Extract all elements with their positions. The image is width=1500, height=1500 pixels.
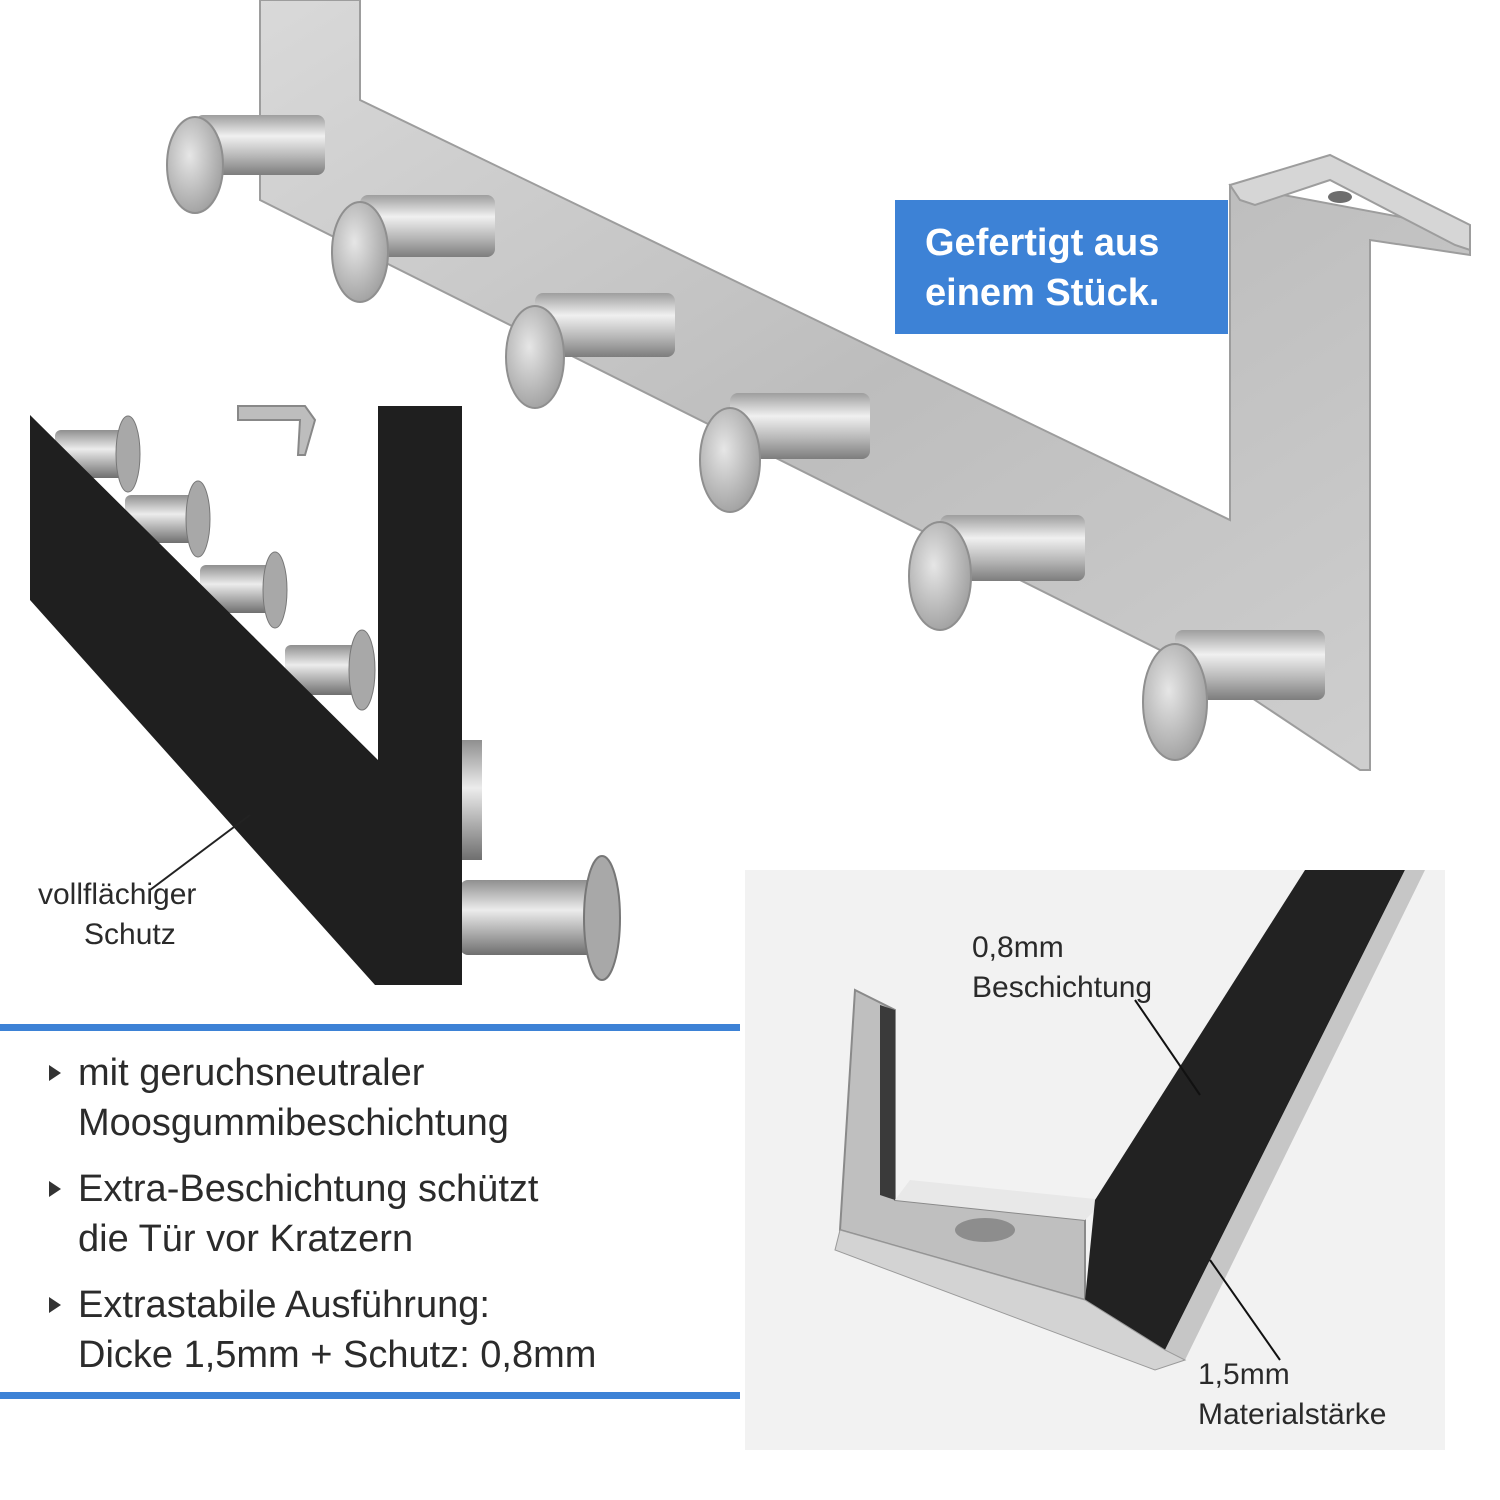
badge-line-1: Gefertigt aus xyxy=(925,222,1160,264)
one-piece-badge: Gefertigt aus einem Stück. xyxy=(895,200,1228,334)
feature-item: Extra-Beschichtung schützt die Tür vor K… xyxy=(45,1164,735,1264)
bullet-arrow-icon xyxy=(49,1181,61,1197)
hook-pegs xyxy=(166,115,1325,761)
back-pegs xyxy=(55,415,621,981)
back-coating-photo xyxy=(30,405,621,985)
badge-line-2: einem Stück. xyxy=(925,272,1160,314)
protection-callout: vollflächiger Schutz xyxy=(38,875,196,955)
coating-line-2: Beschichtung xyxy=(972,971,1153,1004)
thickness-line-2: Materialstärke xyxy=(1198,1398,1387,1431)
feature-list: mit geruchsneutraler Moosgummibeschichtu… xyxy=(45,1048,735,1396)
divider-bottom xyxy=(0,1392,740,1399)
feature-text: Extrastabile Ausführung: xyxy=(78,1284,490,1326)
feature-text: Moosgummibeschichtung xyxy=(78,1102,509,1144)
protection-line-1: vollflächiger xyxy=(38,878,197,911)
coating-line-1: 0,8mm xyxy=(972,931,1064,964)
feature-text: Dicke 1,5mm + Schutz: 0,8mm xyxy=(78,1334,597,1376)
feature-item: mit geruchsneutraler Moosgummibeschichtu… xyxy=(45,1048,735,1148)
bullet-arrow-icon xyxy=(49,1065,61,1081)
feature-text: mit geruchsneutraler xyxy=(78,1052,425,1094)
thickness-line-1: 1,5mm xyxy=(1198,1358,1290,1391)
feature-text: Extra-Beschichtung schützt xyxy=(78,1168,539,1210)
hook-rail-photo xyxy=(166,0,1471,771)
material-detail-photo xyxy=(834,870,1425,1371)
divider-top xyxy=(0,1024,740,1031)
feature-text: die Tür vor Kratzern xyxy=(78,1218,414,1260)
thickness-callout: 1,5mm Materialstärke xyxy=(1198,1355,1386,1435)
coating-callout: 0,8mm Beschichtung xyxy=(972,928,1152,1008)
protection-line-2: Schutz xyxy=(84,918,176,951)
bullet-arrow-icon xyxy=(49,1297,61,1313)
feature-item: Extrastabile Ausführung: Dicke 1,5mm + S… xyxy=(45,1280,735,1380)
detail-photo-panel xyxy=(745,870,1445,1450)
